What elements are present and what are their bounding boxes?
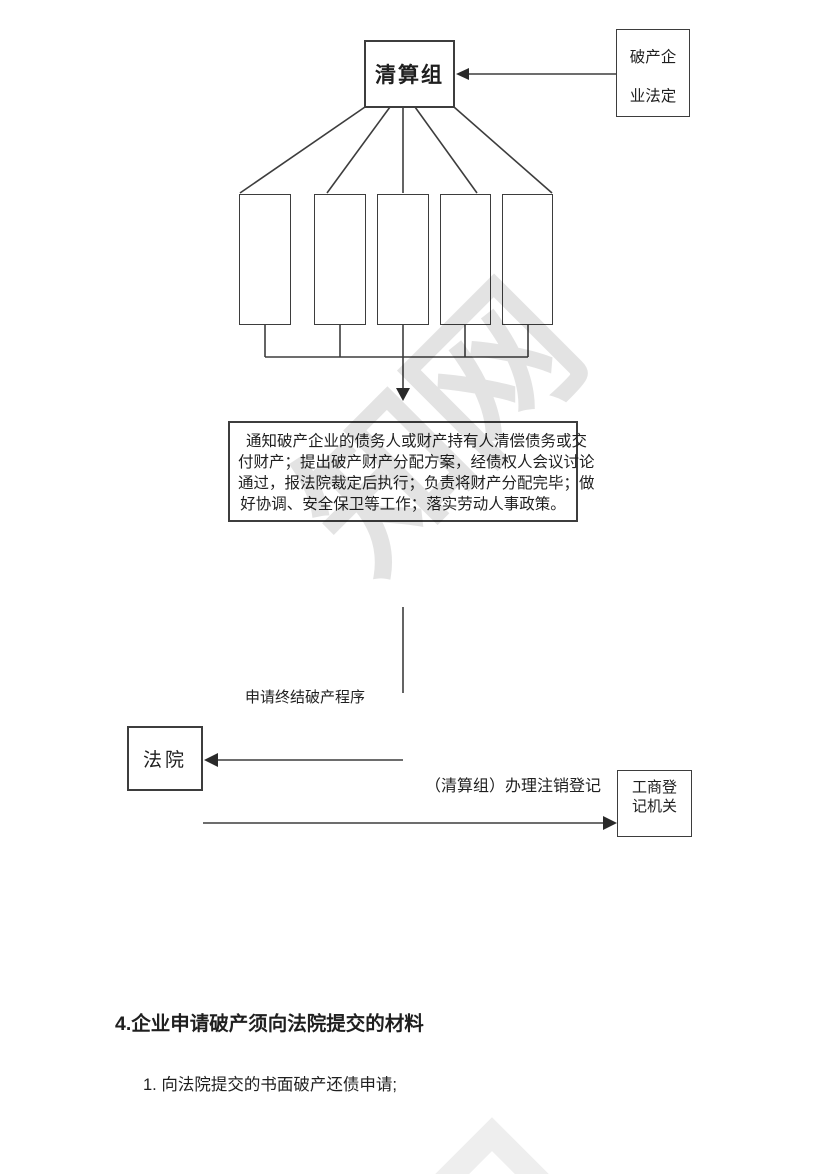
arrowhead-down-to-note (396, 388, 410, 401)
bankrupt-enterprise-line-2: 业法定 (629, 88, 677, 105)
process-note-line-1: 通知破产企业的债务人或财产持有人清偿债务或交 (246, 433, 588, 450)
section-heading: 4.企业申请破产须向法院提交的材料 (115, 1013, 424, 1035)
process-note-box: 通知破产企业的债务人或财产持有人清偿债务或交 付财产；提出破产财产分配方案，经债… (228, 421, 595, 522)
court-box: 法院 (127, 726, 203, 791)
list-item-1: 1. 向法院提交的书面破产还债申请; (143, 1076, 397, 1094)
arrowhead-right-to-registry (603, 816, 617, 830)
process-note-line-3: 通过，报法院裁定后执行；负责将财产分配完毕；做 (238, 475, 595, 492)
apply-termination-label: 申请终结破产程序 (245, 689, 366, 706)
empty-task-box-4 (440, 194, 491, 325)
arrowhead-left-to-liquidation (456, 68, 469, 80)
process-note-line-4: 好协调、安全保卫等工作；落实劳动人事政策。 (240, 496, 566, 513)
bankrupt-enterprise-line-1: 破产企 (629, 49, 677, 66)
liquidation-group-box: 清算组 (364, 40, 455, 108)
registry-office-box: 工商登 记机关 (617, 770, 692, 837)
bankrupt-enterprise-box: 破产企 业法定 (616, 29, 690, 117)
liquidation-group-label: 清算组 (375, 64, 444, 87)
arrowhead-left-to-court (204, 753, 218, 767)
empty-task-box-5 (502, 194, 553, 325)
court-label: 法院 (142, 750, 187, 771)
process-note-line-2: 付财产；提出破产财产分配方案，经债权人会议讨论 (238, 454, 595, 471)
empty-task-box-1 (239, 194, 291, 325)
empty-task-box-3 (377, 194, 429, 325)
registry-office-line-2: 记机关 (631, 798, 677, 815)
cancel-registration-label: （清算组）办理注销登记 (425, 778, 602, 795)
registry-office-line-1: 工商登 (631, 779, 677, 796)
empty-task-box-2 (314, 194, 366, 325)
